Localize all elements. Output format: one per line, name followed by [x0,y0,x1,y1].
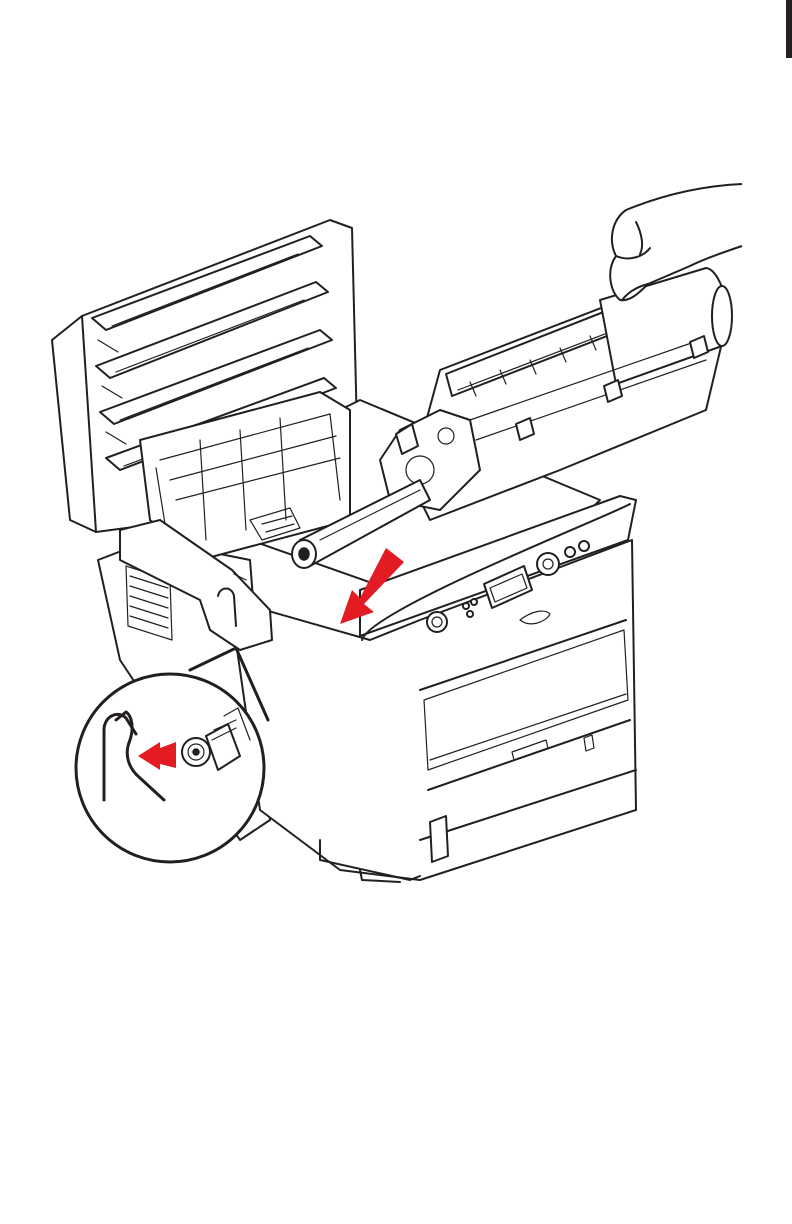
printer-drum-illustration [0,0,792,1224]
